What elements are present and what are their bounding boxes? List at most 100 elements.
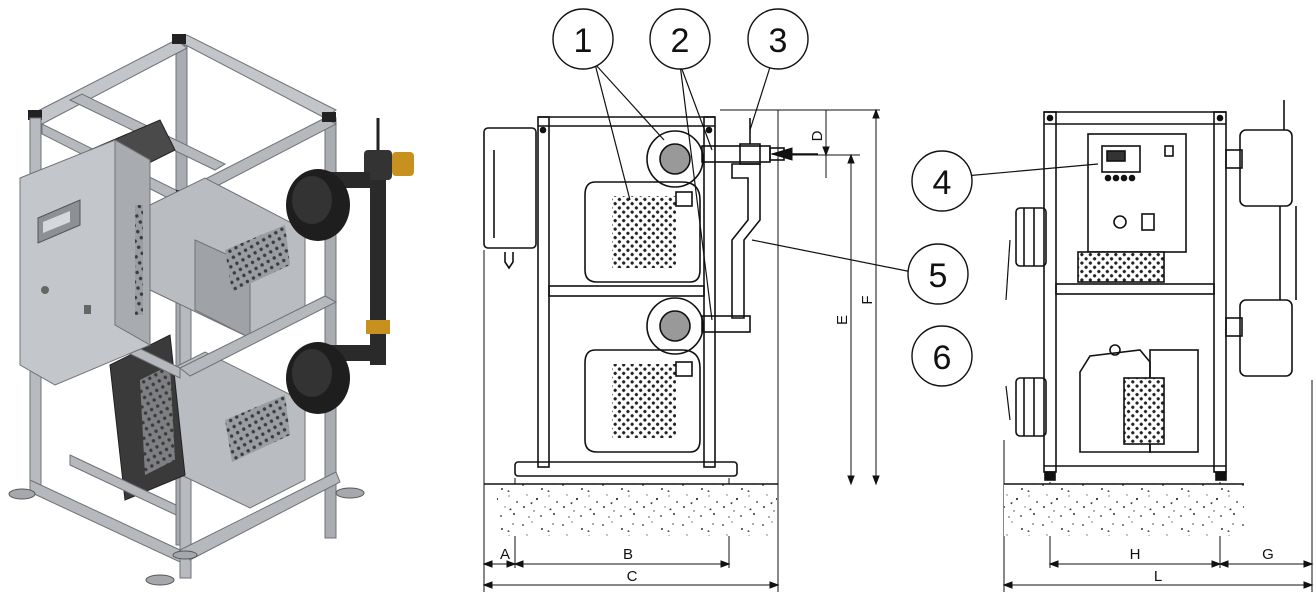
side-controller [1101, 145, 1141, 173]
callout-leaders [594, 63, 1099, 421]
pump-label [675, 191, 693, 207]
callout-3: 3 [747, 8, 809, 70]
arrow [872, 475, 880, 486]
frame-bottom-beam [29, 479, 181, 563]
inlet-fitting [392, 152, 414, 176]
cabinet-switch [41, 286, 49, 294]
control-cabinet-side [114, 139, 151, 346]
foot [172, 550, 198, 560]
vertical-pipe [370, 150, 386, 365]
lower-side-connector [1225, 317, 1243, 337]
side-frame-post-right [1213, 111, 1227, 473]
callout-4-label: 4 [933, 164, 952, 202]
callout-3-label: 3 [769, 22, 788, 60]
frame-bottom-cross [69, 454, 177, 516]
pump-label [675, 361, 693, 377]
leader-5 [751, 239, 913, 273]
bolt [539, 126, 547, 134]
callout-6: 6 [911, 325, 973, 387]
corner-cap [322, 112, 336, 122]
leader-2a [679, 63, 713, 151]
arrow [482, 581, 493, 589]
control-button [1112, 174, 1120, 182]
side-view [1015, 100, 1297, 481]
foot [145, 574, 175, 586]
side-shelf [1055, 283, 1215, 295]
dim-label-e: E [834, 315, 851, 325]
cabinet-hinge [1164, 145, 1174, 157]
bolt [1216, 114, 1224, 122]
side-controller-screen [1106, 150, 1126, 162]
upper-side-motor [1015, 207, 1047, 267]
upper-filter-front [646, 130, 704, 188]
flexible-hose [731, 163, 761, 319]
foot [335, 487, 365, 499]
cabinet-screen [43, 211, 70, 233]
lower-filter-center [659, 310, 691, 342]
upper-side-connector [1225, 149, 1243, 169]
lifting-eye [1109, 344, 1121, 356]
main-switch [1113, 215, 1127, 229]
dim-label-a: A [500, 546, 510, 563]
lower-filter-cap [292, 349, 332, 397]
front-base-plate [514, 461, 738, 477]
callout-5: 5 [907, 243, 969, 305]
lower-motor-grille [140, 365, 175, 475]
lower-side-grille [1123, 377, 1165, 445]
foot [1215, 471, 1227, 481]
lower-pump-grille [225, 395, 290, 462]
front-dimensions [482, 108, 880, 592]
control-button [1104, 174, 1112, 182]
lower-side-motor [1015, 377, 1047, 437]
arrow [1303, 560, 1314, 568]
arrow [847, 153, 855, 164]
cabinet-latch [1141, 213, 1155, 231]
upper-filter-cap [292, 176, 332, 224]
arrow [513, 560, 524, 568]
side-control-box [483, 127, 537, 249]
leader-1b [594, 63, 631, 201]
control-button [1128, 174, 1136, 182]
upper-filter-center [659, 143, 691, 175]
leader-2b [679, 63, 713, 321]
upper-pump-grille [225, 225, 290, 292]
isometric-view [8, 34, 414, 586]
pipe-coupling [366, 320, 390, 334]
corner-cap [172, 34, 186, 44]
leader-1a [594, 63, 665, 141]
callout-2: 2 [649, 8, 711, 70]
cable-gland [504, 252, 514, 270]
arrow [1218, 560, 1229, 568]
leader-4 [964, 163, 1099, 177]
front-view [483, 116, 785, 477]
inlet-flow-arrow [770, 147, 793, 161]
arrow [720, 560, 731, 568]
frame-middle-beam-right [179, 295, 338, 377]
dim-label-l: L [1154, 568, 1162, 585]
lower-header-pipe [701, 315, 751, 333]
cross-fitting [364, 150, 392, 180]
arrow [482, 560, 493, 568]
foot [8, 488, 36, 500]
callout-1: 1 [552, 8, 614, 70]
dim-label-h: H [1130, 546, 1141, 563]
upper-pump-grille-front [612, 196, 676, 268]
arrow [1048, 560, 1059, 568]
arrow [1303, 581, 1314, 589]
arrow [872, 108, 880, 119]
leader-6a [1005, 239, 1011, 301]
frame-top-beam [174, 34, 337, 119]
ground-side [1004, 484, 1244, 536]
lower-front-pump [584, 349, 701, 453]
lower-pump-grille-front [612, 364, 676, 438]
dim-label-g: G [1262, 546, 1274, 563]
callout-1-label: 1 [574, 22, 593, 60]
callout-bubbles: 1 2 3 4 5 6 [552, 8, 973, 387]
callout-6-label: 6 [933, 339, 952, 377]
upper-side-grille [1077, 251, 1165, 283]
bolt [1046, 114, 1054, 122]
callout-5-label: 5 [929, 257, 948, 295]
dim-label-c: C [627, 568, 638, 585]
